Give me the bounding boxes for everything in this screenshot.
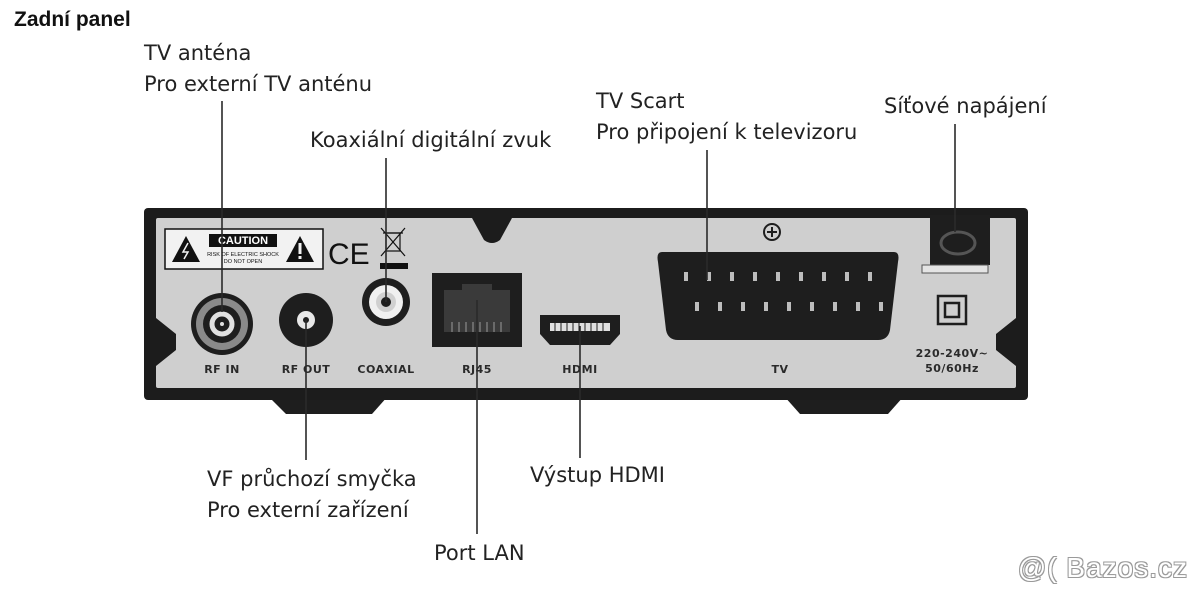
callout-loop-desc: Pro externí zařízení <box>207 498 409 522</box>
callout-power: Síťové napájení <box>884 91 1047 122</box>
caution-heading: CAUTION <box>218 235 268 247</box>
caution-label: CAUTION RISK OF ELECTRIC SHOCK DO NOT OP… <box>164 228 324 270</box>
panel-notch <box>472 218 512 243</box>
power-cable-connector <box>921 215 990 274</box>
callout-antenna-desc: Pro externí TV anténu <box>144 72 373 96</box>
callout-antenna: TV anténa Pro externí TV anténu <box>144 38 372 100</box>
callout-scart-title: TV Scart <box>596 89 685 113</box>
power-spec-line-2: 50/60Hz <box>925 362 979 375</box>
callout-coaxial: Koaxiální digitální zvuk <box>310 125 551 156</box>
page-title: Zadní panel <box>14 8 131 31</box>
callout-antenna-title: TV anténa <box>144 41 252 65</box>
double-insulation-icon <box>936 294 968 326</box>
power-spec-line-1: 220-240V~ <box>916 347 989 360</box>
callout-hdmi-title: Výstup HDMI <box>530 463 665 487</box>
watermark: @( Bazos.cz <box>1017 552 1188 583</box>
device-foot-left <box>268 396 388 414</box>
callout-loop: VF průchozí smyčka Pro externí zařízení <box>207 464 417 526</box>
weee-bin-icon <box>380 227 408 269</box>
callout-scart: TV Scart Pro připojení k televizoru <box>596 86 857 148</box>
callout-hdmi: Výstup HDMI <box>530 460 665 491</box>
callout-scart-desc: Pro připojení k televizoru <box>596 120 858 144</box>
caution-line-2: DO NOT OPEN <box>224 259 262 265</box>
lightning-warning-icon <box>172 236 200 262</box>
callout-coaxial-title: Koaxiální digitální zvuk <box>310 128 552 152</box>
side-tab-left <box>156 318 176 366</box>
callout-lan: Port LAN <box>434 538 525 569</box>
callout-power-title: Síťové napájení <box>884 94 1047 118</box>
side-tab-right <box>996 318 1016 366</box>
rf-in-label: RF IN <box>204 363 240 376</box>
screw-icon <box>763 223 781 241</box>
rf-in-connector <box>191 293 253 355</box>
device-foot-right <box>784 396 904 414</box>
callout-loop-title: VF průchozí smyčka <box>207 467 417 491</box>
scart-connector <box>657 252 899 340</box>
callout-lan-title: Port LAN <box>434 541 525 565</box>
tv-label: TV <box>771 363 788 376</box>
caution-line-1: RISK OF ELECTRIC SHOCK <box>207 252 279 258</box>
ce-mark: CE <box>328 238 370 271</box>
coaxial-label: COAXIAL <box>357 363 414 376</box>
